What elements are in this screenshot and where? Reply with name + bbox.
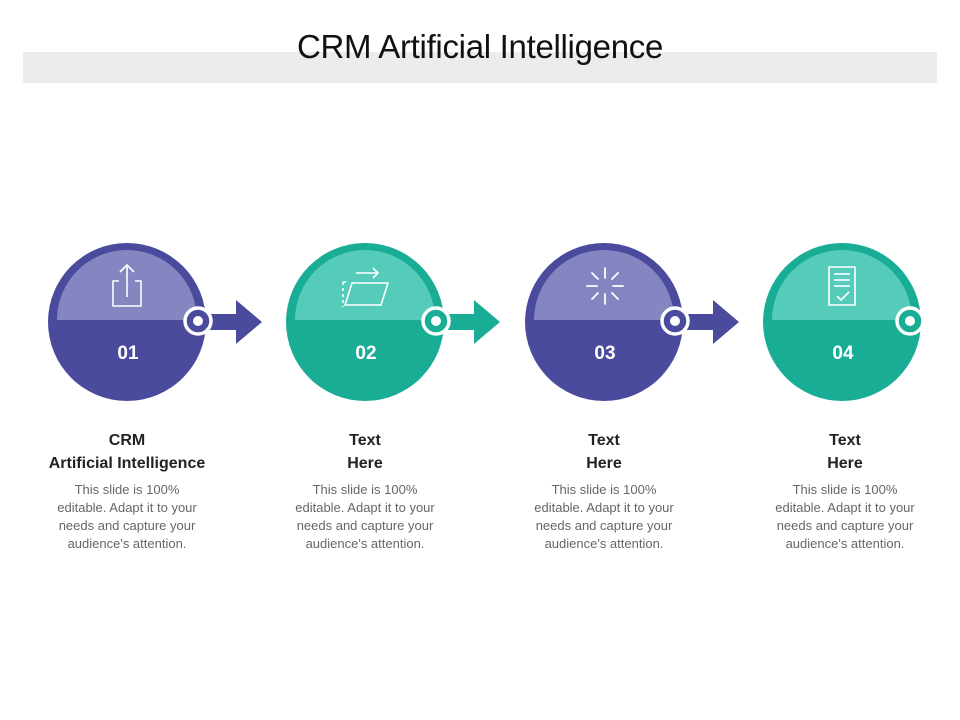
step-description-line: editable. Adapt it to your (295, 500, 435, 515)
step-heading: Text Here (504, 429, 704, 475)
step-heading-line: CRM (108, 432, 146, 449)
connector-arrow-head (236, 300, 262, 344)
connector-arrow-shaft (444, 314, 478, 330)
step-number: 03 (594, 343, 616, 364)
share-upload-icon (112, 264, 142, 307)
step-description-line: audience's attention. (67, 536, 187, 551)
connector-arrow-head (713, 300, 739, 344)
step-description-line: audience's attention. (544, 536, 664, 551)
step-2: 02 Text Here This slide is 100% editable… (286, 243, 546, 563)
step-description-line: audience's attention. (785, 536, 905, 551)
step-number: 01 (117, 343, 139, 364)
step-heading-line: Text (829, 432, 861, 449)
step-description: This slide is 100% editable. Adapt it to… (280, 481, 450, 553)
connector-arrow-shaft (206, 314, 240, 330)
connector-arrow-shaft (683, 314, 717, 330)
step-heading-line: Here (586, 455, 622, 472)
step-description-line: editable. Adapt it to your (775, 500, 915, 515)
step-heading: Text Here (745, 429, 945, 475)
step-1-badge (48, 243, 262, 401)
step-description-line: This slide is 100% (792, 482, 898, 497)
step-description-line: needs and capture your (776, 518, 914, 533)
step-description: This slide is 100% editable. Adapt it to… (760, 481, 930, 553)
step-heading-line: Text (349, 432, 381, 449)
step-1: 01 CRM Artificial Intelligence This slid… (48, 243, 308, 563)
step-description-line: needs and capture your (535, 518, 673, 533)
step-description: This slide is 100% editable. Adapt it to… (42, 481, 212, 553)
step-heading-line: Here (347, 455, 383, 472)
step-description-line: This slide is 100% (312, 482, 418, 497)
step-description: This slide is 100% editable. Adapt it to… (519, 481, 689, 553)
step-4-badge (763, 243, 925, 401)
step-2-badge (286, 243, 500, 401)
title-band (23, 52, 937, 83)
step-heading-line: Here (827, 455, 863, 472)
step-number: 04 (832, 343, 854, 364)
step-description-line: audience's attention. (305, 536, 425, 551)
step-description-line: This slide is 100% (551, 482, 657, 497)
step-4: 04 Text Here This slide is 100% editable… (763, 243, 960, 563)
step-heading: Text Here (265, 429, 465, 475)
step-heading: CRM Artificial Intelligence (27, 429, 227, 475)
step-description-line: needs and capture your (58, 518, 196, 533)
step-description-line: This slide is 100% (74, 482, 180, 497)
step-heading-line: Artificial Intelligence (48, 455, 206, 472)
connector-arrow-head (474, 300, 500, 344)
step-description-line: editable. Adapt it to your (534, 500, 674, 515)
step-heading-line: Text (588, 432, 620, 449)
step-number: 02 (355, 343, 377, 364)
checklist-document-icon (828, 266, 856, 306)
loading-spinner-icon (586, 267, 624, 305)
transform-shape-icon (342, 267, 389, 307)
step-description-line: editable. Adapt it to your (57, 500, 197, 515)
step-3-badge (525, 243, 739, 401)
step-description-line: needs and capture your (296, 518, 434, 533)
step-3: 03 Text Here This slide is 100% editable… (525, 243, 785, 563)
slide-title: CRM Artificial Intelligence (296, 28, 664, 65)
